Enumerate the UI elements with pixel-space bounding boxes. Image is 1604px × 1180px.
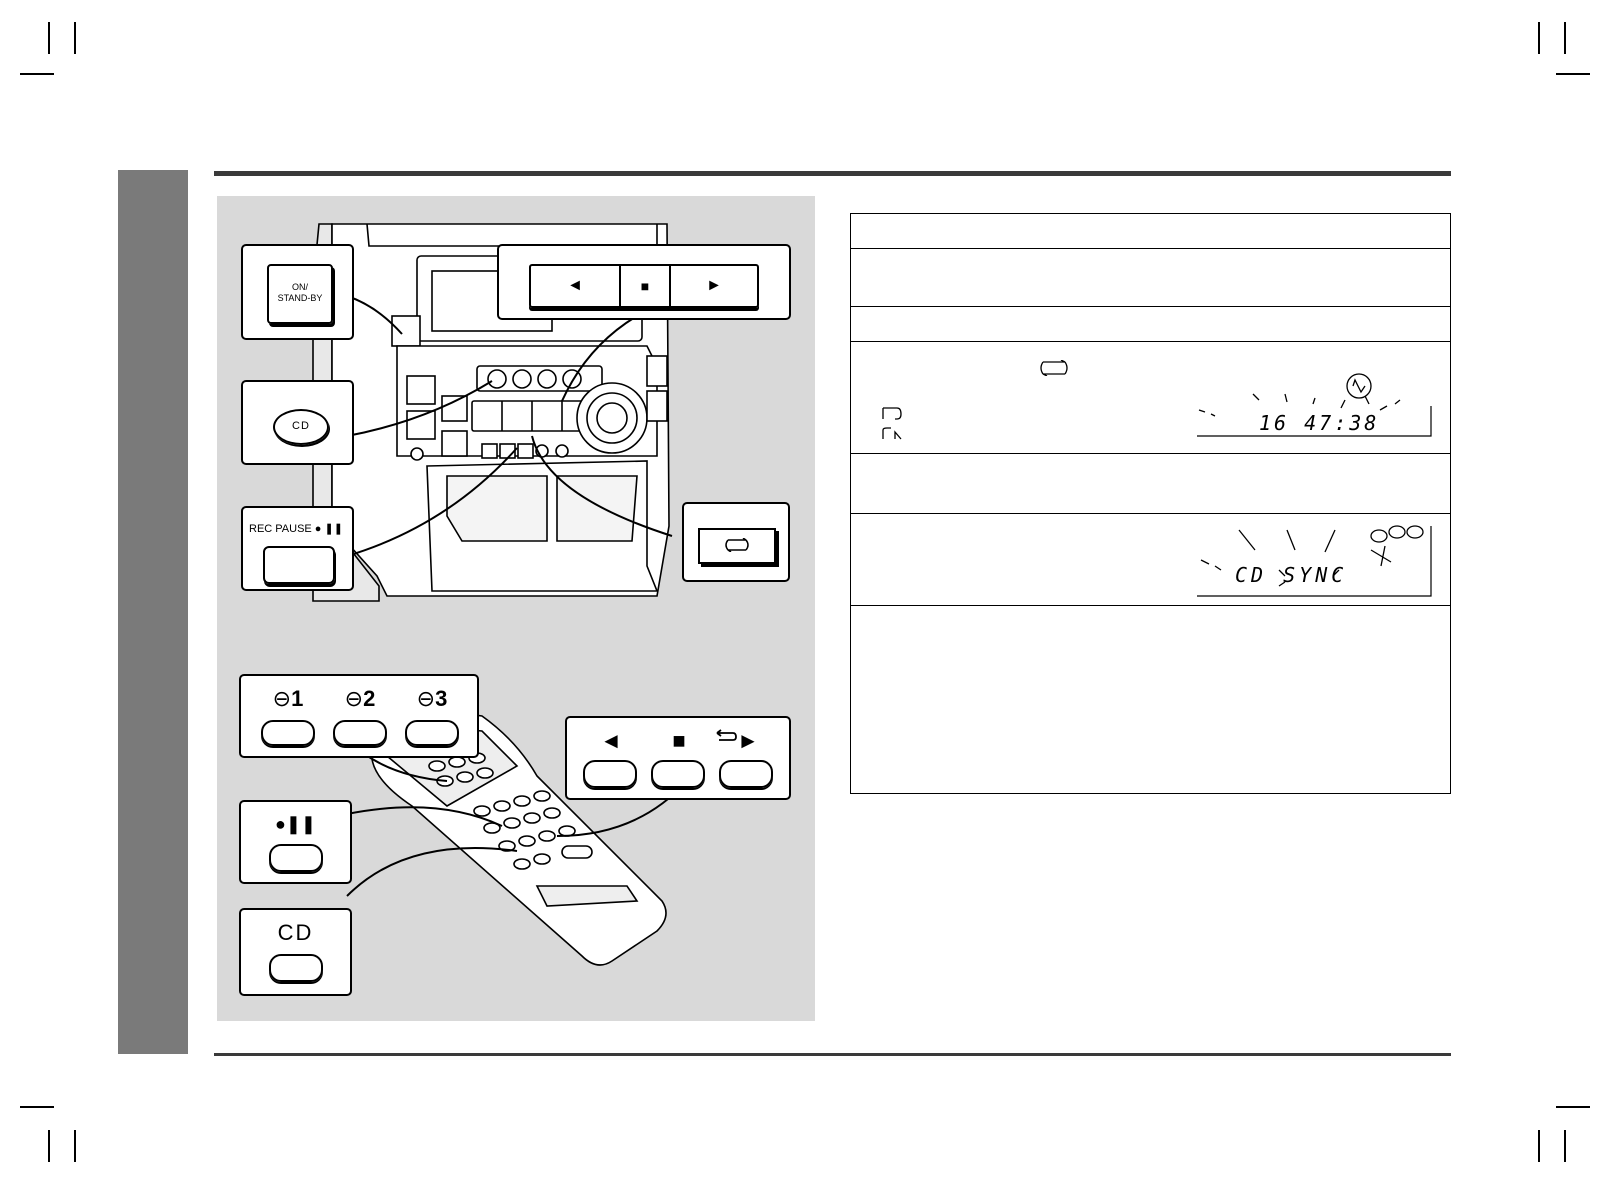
- memory-3-label: ⊖3: [403, 686, 461, 712]
- tape-rewind-button[interactable]: ◄: [531, 266, 621, 306]
- remote-transport-callout: ◄ ■ ►: [565, 716, 791, 800]
- reverse-direction-icon: [882, 427, 902, 440]
- crop-mark: [74, 22, 76, 54]
- memory-2-label: ⊖2: [331, 686, 389, 712]
- remote-cd-callout: CD: [239, 908, 352, 996]
- crop-mark: [20, 73, 54, 75]
- row-divider: [851, 341, 1450, 342]
- memory-icon: ⊖: [416, 686, 436, 711]
- cd-button[interactable]: CD: [273, 409, 329, 445]
- rewind-icon: ◄: [567, 277, 583, 294]
- row-divider: [851, 306, 1450, 307]
- cd-callout: CD: [241, 380, 354, 465]
- memory-2-number: 2: [363, 686, 376, 711]
- illustration-panel: ON/ STAND-BY ◄ ■ ► CD REC PAUSE ● ❚❚: [217, 196, 815, 1021]
- bottom-rule: [214, 1053, 1451, 1056]
- remote-rec-pause-button[interactable]: [269, 844, 323, 872]
- cd-label: CD: [292, 420, 310, 432]
- remote-memory-2-group: ⊖2: [331, 686, 389, 750]
- on-standby-callout: ON/ STAND-BY: [241, 244, 354, 340]
- remote-memory-3-button[interactable]: [405, 720, 459, 746]
- remote-play-symbol: ►: [737, 728, 759, 753]
- tape-transport-callout: ◄ ■ ►: [497, 244, 791, 320]
- rec-pause-label: REC PAUSE ● ❚❚: [249, 523, 343, 535]
- memory-icon: ⊖: [344, 686, 364, 711]
- tape-stop-button[interactable]: ■: [621, 266, 671, 306]
- clock-display-frame: [1197, 373, 1432, 437]
- tape-button-strip: ◄ ■ ►: [529, 264, 759, 308]
- tape-direction-icon: [1040, 360, 1068, 376]
- crop-mark: [1564, 22, 1566, 54]
- remote-memory-2-button[interactable]: [333, 720, 387, 746]
- top-rule: [214, 171, 1451, 176]
- remote-play-button[interactable]: [719, 760, 773, 788]
- remote-rec-pause-callout: ●❚❚: [239, 800, 352, 884]
- tape-play-button[interactable]: ►: [671, 266, 757, 306]
- crop-mark: [1556, 73, 1590, 75]
- on-standby-label-line2: STAND-BY: [277, 293, 323, 303]
- crop-mark: [1556, 1106, 1590, 1108]
- sync-display-frame: [1197, 525, 1432, 597]
- steps-table: 16 47:38 CD SYNC: [850, 213, 1451, 794]
- crop-mark: [20, 1106, 54, 1108]
- remote-cd-label: CD: [277, 920, 314, 945]
- crop-mark: [1538, 22, 1540, 54]
- sync-display-readout: CD SYNC: [1235, 563, 1348, 587]
- section-tab: [118, 170, 188, 1054]
- row-divider: [851, 605, 1450, 606]
- remote-stop-button[interactable]: [651, 760, 705, 788]
- remote-stop-label: ■: [672, 728, 686, 753]
- on-standby-button[interactable]: ON/ STAND-BY: [267, 264, 333, 324]
- rec-pause-button[interactable]: [263, 546, 335, 584]
- remote-play-label: ►: [715, 728, 781, 754]
- tape-direction-callout: [682, 502, 790, 582]
- clock-display-panel: 16 47:38: [1195, 364, 1435, 440]
- tape-direction-button[interactable]: [698, 528, 776, 564]
- remote-memory-3-group: ⊖3: [403, 686, 461, 750]
- crop-mark: [74, 1130, 76, 1162]
- memory-1-label: ⊖1: [259, 686, 317, 712]
- tape-direction-icon: [725, 538, 749, 552]
- memory-icon: ⊖: [272, 686, 292, 711]
- sync-display-panel: CD SYNC: [1195, 520, 1435, 600]
- crop-mark: [48, 1130, 50, 1162]
- crop-mark: [1538, 1130, 1540, 1162]
- crop-mark: [48, 22, 50, 54]
- remote-rewind-label: ◄: [600, 728, 622, 753]
- remote-memory-callout: ⊖1 ⊖2 ⊖3: [239, 674, 479, 758]
- remote-rec-pause-label: ●❚❚: [274, 814, 317, 834]
- crop-mark: [1564, 1130, 1566, 1162]
- forward-direction-icon: [882, 407, 902, 420]
- memory-3-number: 3: [435, 686, 448, 711]
- remote-cd-button[interactable]: [269, 954, 323, 982]
- remote-memory-1-group: ⊖1: [259, 686, 317, 750]
- row-divider: [851, 453, 1450, 454]
- on-standby-label-line1: ON/: [291, 282, 308, 292]
- row-divider: [851, 513, 1450, 514]
- stop-icon: ■: [640, 278, 650, 294]
- memory-1-number: 1: [291, 686, 304, 711]
- remote-memory-1-button[interactable]: [261, 720, 315, 746]
- play-icon: ►: [706, 277, 722, 294]
- rec-pause-callout: REC PAUSE ● ❚❚: [241, 506, 354, 591]
- row-divider: [851, 248, 1450, 249]
- clock-display-readout: 16 47:38: [1259, 411, 1380, 435]
- repeat-icon: [716, 729, 737, 741]
- remote-rewind-button[interactable]: [583, 760, 637, 788]
- leader-lines: [346, 295, 688, 897]
